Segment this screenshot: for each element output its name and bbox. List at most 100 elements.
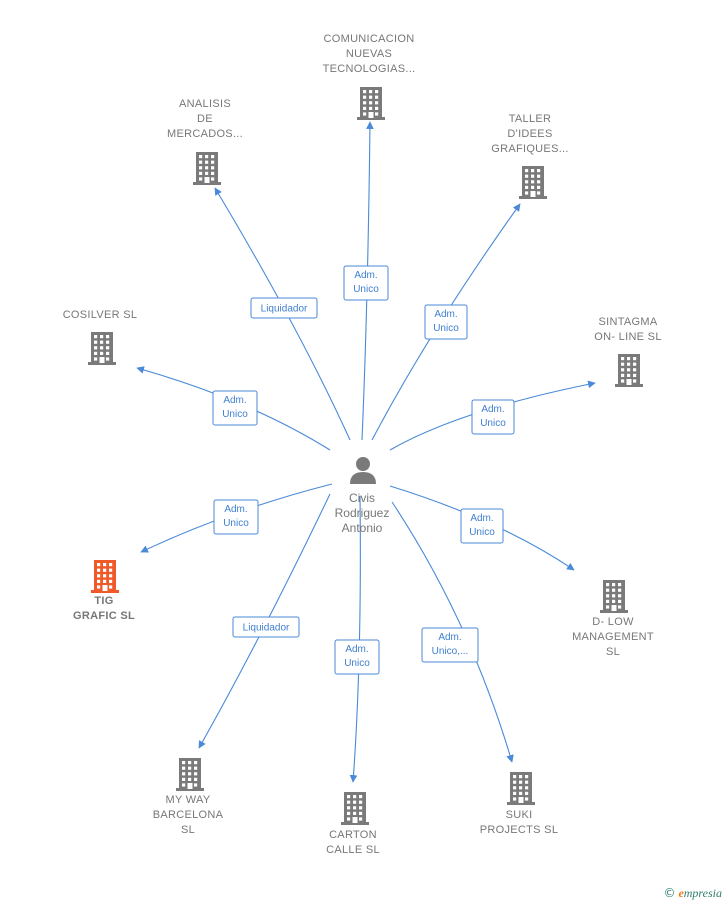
role-label[interactable]: Adm.Unico (213, 499, 259, 535)
company-name-line: ANALISIS (179, 98, 231, 110)
company-name-line: GRAFIQUES... (491, 143, 569, 155)
edge-line (214, 187, 351, 441)
edge-taller: Adm. Unico (371, 203, 521, 441)
company-node-cosilver[interactable]: COSILVER SL (63, 309, 138, 365)
company-node-tig-grafic[interactable]: TIG GRAFIC SL (73, 560, 135, 622)
role-label-box (213, 499, 259, 535)
company-name-line: CARTON (329, 829, 377, 841)
role-text: Liquidador (261, 304, 308, 315)
role-label[interactable]: Adm. Unico (460, 508, 504, 544)
role-label-box (250, 297, 318, 319)
building-icon (341, 792, 369, 825)
building-icon (88, 332, 116, 365)
company-node-my-way[interactable]: MY WAY BARCELONA SL (153, 758, 224, 836)
edge-d-low: Adm. Unico (389, 485, 575, 571)
edge-analisis: Liquidador (214, 187, 351, 441)
edge-my-way: Liquidador (198, 493, 331, 749)
role-text: Unico (222, 409, 248, 420)
role-text: Liquidador (243, 623, 290, 634)
company-name-line: CALLE SL (326, 844, 380, 856)
role-label-box (424, 304, 468, 340)
role-text: Adm. (345, 644, 368, 655)
edge-comunicacion: Adm. Unico (343, 121, 389, 441)
role-label-box (334, 639, 380, 675)
building-icon (357, 87, 385, 120)
role-text: Adm. (223, 395, 246, 406)
company-name-line: DE (197, 113, 213, 125)
building-icon (91, 560, 119, 593)
role-text: Unico (469, 527, 495, 538)
company-name-line: SL (181, 824, 195, 836)
building-icon (615, 354, 643, 387)
role-label-box (460, 508, 504, 544)
role-label[interactable]: Adm. Unico (471, 399, 515, 435)
company-name-line: MANAGEMENT (572, 631, 654, 643)
role-label-box (471, 399, 515, 435)
company-node-comunicacion[interactable]: COMUNICACIONNUEVASTECNOLOGIAS... (323, 33, 416, 120)
person-icon (350, 457, 376, 484)
copyright-symbol: © (663, 886, 676, 900)
company-name-line: COSILVER SL (63, 309, 138, 321)
role-label-box (232, 616, 300, 638)
role-label[interactable]: Adm. Unico (334, 639, 380, 675)
role-text: Unico (353, 284, 379, 295)
person-name-line: Civis (349, 491, 375, 505)
company-name-line: SL (606, 646, 620, 658)
role-label[interactable]: Adm. Unico (424, 304, 468, 340)
building-icon (507, 772, 535, 805)
company-name-line: D- LOW (592, 616, 634, 628)
company-name-line: BARCELONA (153, 809, 224, 821)
company-name-line: NUEVAS (346, 48, 392, 60)
company-node-taller[interactable]: TALLER D'IDEES GRAFIQUES... (491, 113, 569, 199)
company-name-line: SINTAGMA (598, 316, 657, 328)
role-text: Unico (433, 323, 459, 334)
brand-logo: ©empresia (663, 886, 722, 901)
company-name-line: TIG (94, 595, 113, 607)
role-label[interactable]: Liquidador (250, 297, 318, 319)
building-icon (176, 758, 204, 791)
role-text: Adm. (481, 404, 504, 415)
brand-initial: e (678, 886, 684, 900)
role-text: Unico (223, 518, 249, 529)
edge-sintagma: Adm. Unico (389, 380, 596, 451)
brand-name: mpresia (683, 886, 722, 900)
company-name-line: TALLER (509, 113, 552, 125)
role-text: Adm. (470, 513, 493, 524)
edge-suki: Adm. Unico,... (391, 501, 514, 763)
company-name-line: MY WAY (166, 794, 211, 806)
person-name-line: Rodriguez (335, 506, 390, 520)
role-text: Adm. (354, 270, 377, 281)
company-name-line: GRAFIC SL (73, 610, 135, 622)
edge-tig-grafic: Adm.Unico (140, 483, 333, 553)
company-name-line: D'IDEES (507, 128, 552, 140)
role-text: Unico (344, 658, 370, 669)
building-icon (519, 166, 547, 199)
role-text: Adm. (434, 309, 457, 320)
company-name-line: MERCADOS... (167, 128, 243, 140)
company-name-line: PROJECTS SL (480, 824, 559, 836)
role-label[interactable]: Adm. Unico,... (421, 627, 479, 663)
role-text: Adm. (438, 632, 461, 643)
company-node-carton-calle[interactable]: CARTON CALLE SL (326, 792, 380, 856)
edge-carton-calle: Adm. Unico (334, 495, 380, 783)
edge-cosilver: Adm. Unico (136, 366, 331, 451)
role-label-box (212, 390, 258, 426)
role-label[interactable]: Liquidador (232, 616, 300, 638)
company-node-d-low[interactable]: D- LOW MANAGEMENT SL (572, 580, 654, 658)
role-label[interactable]: Adm. Unico (343, 265, 389, 301)
role-label-box (343, 265, 389, 301)
role-text: Unico (480, 418, 506, 429)
role-label-box (421, 627, 479, 663)
company-node-analisis[interactable]: ANALISIS DE MERCADOS... (167, 98, 243, 185)
building-icon (193, 152, 221, 185)
role-text: Unico,... (432, 646, 469, 657)
edge-line (391, 501, 514, 763)
building-icon (600, 580, 628, 613)
role-label[interactable]: Adm. Unico (212, 390, 258, 426)
